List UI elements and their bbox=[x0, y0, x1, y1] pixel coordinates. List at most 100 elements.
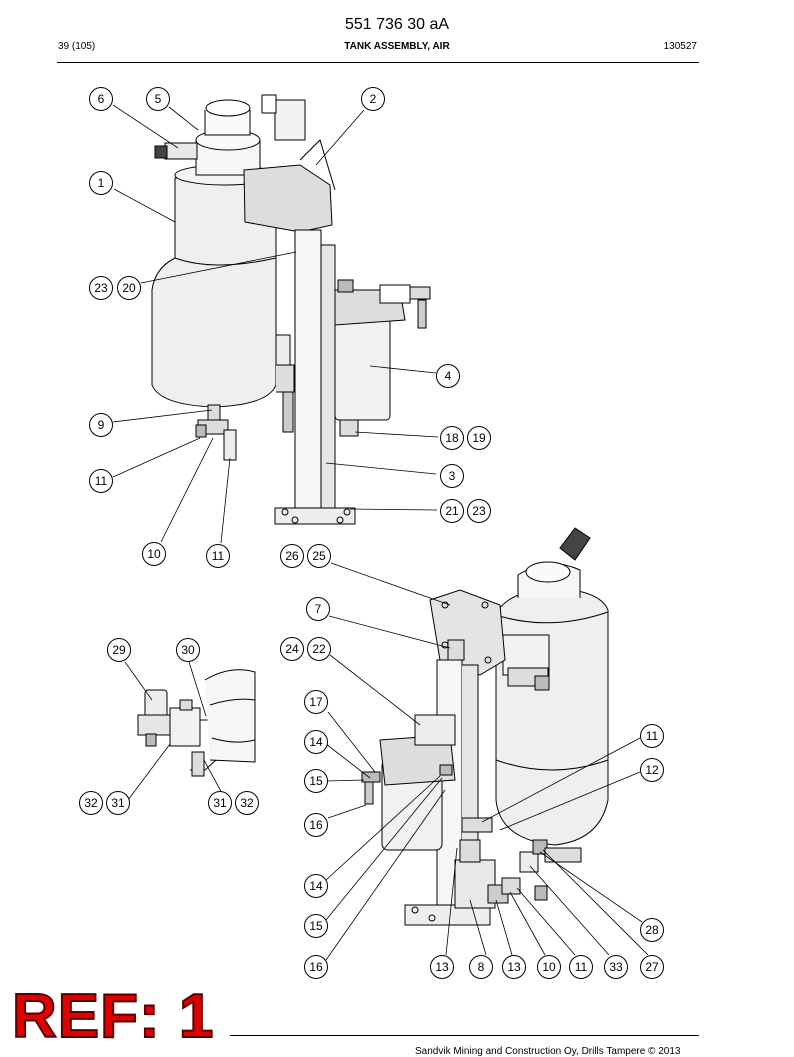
svg-text:31: 31 bbox=[111, 796, 125, 810]
svg-text:21: 21 bbox=[445, 504, 459, 518]
callout-20: 20 bbox=[117, 276, 141, 300]
detail-view-valve bbox=[137, 669, 256, 777]
svg-text:23: 23 bbox=[94, 281, 108, 295]
callout-1: 1 bbox=[89, 171, 113, 195]
callout-31: 31 bbox=[208, 791, 232, 815]
ref-badge: REF: 1 bbox=[11, 982, 215, 1051]
page-title: TANK ASSEMBLY, AIR bbox=[344, 41, 450, 52]
svg-text:32: 32 bbox=[240, 796, 254, 810]
svg-text:28: 28 bbox=[645, 923, 659, 937]
callout-19: 19 bbox=[467, 426, 491, 450]
callout-25: 25 bbox=[307, 544, 331, 568]
svg-text:8: 8 bbox=[478, 960, 485, 974]
svg-text:11: 11 bbox=[575, 960, 588, 974]
bottom-tank-assembly bbox=[361, 527, 609, 926]
svg-text:16: 16 bbox=[309, 960, 323, 974]
callout-16: 16 bbox=[304, 955, 328, 979]
svg-text:11: 11 bbox=[646, 729, 659, 743]
svg-text:22: 22 bbox=[312, 642, 326, 656]
svg-text:11: 11 bbox=[95, 474, 108, 488]
svg-text:27: 27 bbox=[645, 960, 659, 974]
callout-32: 32 bbox=[235, 791, 259, 815]
callout-4: 4 bbox=[436, 364, 460, 388]
callout-11: 11 bbox=[569, 955, 593, 979]
callout-30: 30 bbox=[176, 638, 200, 662]
callout-18: 18 bbox=[440, 426, 464, 450]
svg-text:23: 23 bbox=[472, 504, 486, 518]
svg-text:14: 14 bbox=[309, 735, 323, 749]
callout-29: 29 bbox=[107, 638, 131, 662]
svg-text:32: 32 bbox=[84, 796, 98, 810]
callout-27: 27 bbox=[640, 955, 664, 979]
svg-text:20: 20 bbox=[122, 281, 136, 295]
svg-text:10: 10 bbox=[147, 547, 161, 561]
svg-text:14: 14 bbox=[309, 879, 323, 893]
footer-copyright: Sandvik Mining and Construction Oy, Dril… bbox=[415, 1046, 681, 1057]
callout-11: 11 bbox=[206, 544, 230, 568]
callout-28: 28 bbox=[640, 918, 664, 942]
svg-text:9: 9 bbox=[98, 418, 105, 432]
callout-13: 13 bbox=[502, 955, 526, 979]
callout-32: 32 bbox=[79, 791, 103, 815]
svg-text:2: 2 bbox=[370, 92, 377, 106]
page-number: 39 (105) bbox=[58, 41, 96, 52]
callout-22: 22 bbox=[307, 637, 331, 661]
svg-text:25: 25 bbox=[312, 549, 326, 563]
callout-6: 6 bbox=[89, 87, 113, 111]
svg-text:5: 5 bbox=[155, 92, 162, 106]
svg-text:17: 17 bbox=[309, 695, 323, 709]
callout-24: 24 bbox=[280, 637, 304, 661]
callout-17: 17 bbox=[304, 690, 328, 714]
callout-31: 31 bbox=[106, 791, 130, 815]
callout-14: 14 bbox=[304, 874, 328, 898]
callout-3: 3 bbox=[440, 464, 464, 488]
callout-9: 9 bbox=[89, 413, 113, 437]
svg-text:6: 6 bbox=[98, 92, 105, 106]
callout-15: 15 bbox=[304, 914, 328, 938]
svg-text:15: 15 bbox=[309, 774, 323, 788]
callout-13: 13 bbox=[430, 955, 454, 979]
svg-text:15: 15 bbox=[309, 919, 323, 933]
svg-text:33: 33 bbox=[609, 960, 623, 974]
leader-lines bbox=[112, 104, 649, 961]
svg-text:1: 1 bbox=[98, 176, 105, 190]
svg-text:13: 13 bbox=[507, 960, 521, 974]
callout-23: 23 bbox=[467, 499, 491, 523]
footer-rule bbox=[230, 1035, 699, 1036]
svg-text:11: 11 bbox=[212, 549, 225, 563]
svg-text:29: 29 bbox=[112, 643, 126, 657]
svg-text:12: 12 bbox=[645, 763, 659, 777]
callout-8: 8 bbox=[469, 955, 493, 979]
callout-7: 7 bbox=[306, 597, 330, 621]
callout-16: 16 bbox=[304, 813, 328, 837]
document-number: 551 736 30 aA bbox=[344, 16, 450, 33]
svg-text:3: 3 bbox=[449, 469, 456, 483]
callout-15: 15 bbox=[304, 769, 328, 793]
svg-text:24: 24 bbox=[285, 642, 299, 656]
callout-11: 11 bbox=[89, 469, 113, 493]
callout-11: 11 bbox=[640, 724, 664, 748]
svg-text:13: 13 bbox=[435, 960, 449, 974]
header-rule bbox=[57, 62, 699, 63]
callout-14: 14 bbox=[304, 730, 328, 754]
svg-text:18: 18 bbox=[445, 431, 459, 445]
callout-10: 10 bbox=[537, 955, 561, 979]
callouts: 6 5 2 1 23 20 4 9 18 19 3 11 21 23 10 11… bbox=[79, 87, 664, 979]
svg-text:30: 30 bbox=[181, 643, 195, 657]
callout-10: 10 bbox=[142, 542, 166, 566]
callout-26: 26 bbox=[280, 544, 304, 568]
svg-text:26: 26 bbox=[285, 549, 299, 563]
date-code: 130527 bbox=[663, 41, 697, 52]
callout-12: 12 bbox=[640, 758, 664, 782]
svg-text:16: 16 bbox=[309, 818, 323, 832]
svg-text:4: 4 bbox=[445, 369, 452, 383]
svg-text:10: 10 bbox=[542, 960, 556, 974]
svg-text:19: 19 bbox=[472, 431, 486, 445]
svg-text:7: 7 bbox=[315, 602, 322, 616]
callout-5: 5 bbox=[146, 87, 170, 111]
callout-33: 33 bbox=[604, 955, 628, 979]
callout-2: 2 bbox=[361, 87, 385, 111]
callout-21: 21 bbox=[440, 499, 464, 523]
top-tank-assembly bbox=[151, 94, 431, 525]
